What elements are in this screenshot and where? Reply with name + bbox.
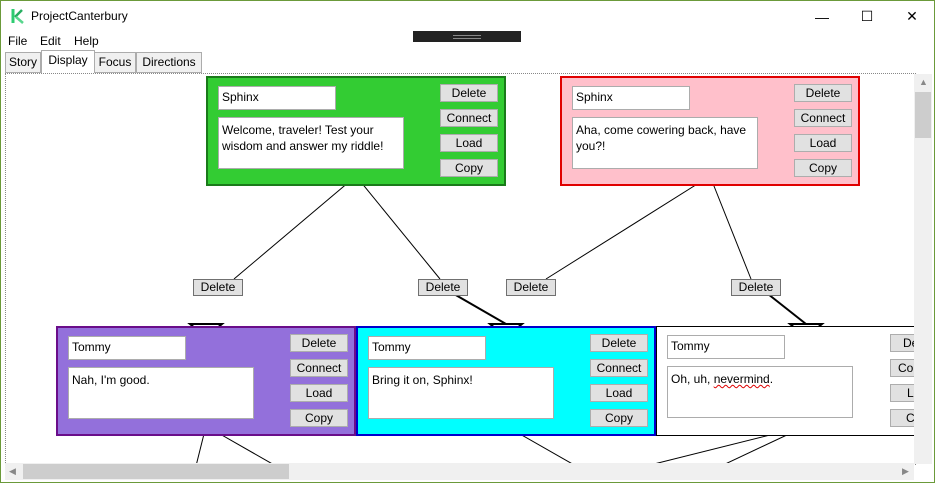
- node-text-field[interactable]: Nah, I'm good.: [68, 367, 254, 419]
- node-load-button[interactable]: Load: [440, 134, 498, 152]
- node-name-field[interactable]: Sphinx: [572, 86, 690, 110]
- tab-display[interactable]: Display: [41, 50, 95, 73]
- node-load-button[interactable]: Load: [794, 134, 852, 152]
- edge-delete-button[interactable]: Delete: [193, 279, 243, 296]
- node-text-field[interactable]: Welcome, traveler! Test your wisdom and …: [218, 117, 404, 169]
- node-connect-button[interactable]: Connect: [290, 359, 348, 377]
- node-connect-button[interactable]: Cor: [890, 359, 915, 377]
- app-logo-icon: [11, 9, 24, 24]
- scroll-right-icon[interactable]: ▶: [902, 466, 909, 476]
- title-bar: ProjectCanterbury — ☐ ✕: [1, 1, 934, 32]
- node-delete-button[interactable]: Delete: [590, 334, 648, 352]
- vertical-scroll-thumb[interactable]: [915, 92, 931, 138]
- node-load-button[interactable]: Load: [590, 384, 648, 402]
- scroll-up-icon[interactable]: ▲: [919, 77, 928, 87]
- node-connect-button[interactable]: Connect: [794, 109, 852, 127]
- text-prefix: Oh, uh,: [671, 372, 714, 386]
- close-icon: ✕: [906, 8, 918, 24]
- node-delete-button[interactable]: Delete: [290, 334, 348, 352]
- drag-handle[interactable]: [413, 31, 521, 42]
- misspelled-word: nevermind: [713, 372, 770, 386]
- menu-help[interactable]: Help: [74, 34, 99, 48]
- text-suffix: .: [769, 372, 774, 386]
- scroll-left-icon[interactable]: ◀: [9, 466, 16, 476]
- close-button[interactable]: ✕: [889, 1, 934, 32]
- maximize-button[interactable]: ☐: [844, 1, 890, 32]
- node-text-field[interactable]: Oh, uh, nevermind.: [667, 366, 853, 418]
- node-delete-button[interactable]: De: [890, 334, 915, 352]
- node-name-field[interactable]: Tommy: [68, 336, 186, 360]
- dialogue-node[interactable]: Sphinx Welcome, traveler! Test your wisd…: [206, 76, 506, 186]
- minimize-icon: —: [815, 8, 829, 25]
- node-delete-button[interactable]: Delete: [794, 84, 852, 102]
- edge-delete-button[interactable]: Delete: [731, 279, 781, 296]
- node-load-button[interactable]: Load: [290, 384, 348, 402]
- node-copy-button[interactable]: Copy: [440, 159, 498, 177]
- edge-delete-button[interactable]: Delete: [506, 279, 556, 296]
- horizontal-scrollbar[interactable]: ◀ ▶: [5, 463, 914, 480]
- node-name-field[interactable]: Tommy: [368, 336, 486, 360]
- node-copy-button[interactable]: Copy: [290, 409, 348, 427]
- menu-file[interactable]: File: [8, 34, 28, 48]
- node-text-field[interactable]: Bring it on, Sphinx!: [368, 367, 554, 419]
- dialogue-node[interactable]: Tommy Nah, I'm good. Delete Connect Load…: [56, 326, 356, 436]
- vertical-scrollbar[interactable]: ▲: [914, 74, 932, 464]
- node-delete-button[interactable]: Delete: [440, 84, 498, 102]
- node-text-field[interactable]: Aha, come cowering back, have you?!: [572, 117, 758, 169]
- node-copy-button[interactable]: Co: [890, 409, 915, 427]
- minimize-button[interactable]: —: [799, 1, 845, 32]
- node-load-button[interactable]: Lo: [890, 384, 915, 402]
- node-name-field[interactable]: Tommy: [667, 335, 785, 359]
- dialogue-node[interactable]: Tommy Bring it on, Sphinx! Delete Connec…: [356, 326, 656, 436]
- tab-focus[interactable]: Focus: [94, 52, 136, 73]
- window-title: ProjectCanterbury: [31, 9, 128, 23]
- node-connect-button[interactable]: Connect: [440, 109, 498, 127]
- tab-story[interactable]: Story: [5, 52, 41, 73]
- node-name-field[interactable]: Sphinx: [218, 86, 336, 110]
- horizontal-scroll-thumb[interactable]: [23, 464, 289, 479]
- node-connect-button[interactable]: Connect: [590, 359, 648, 377]
- node-copy-button[interactable]: Copy: [794, 159, 852, 177]
- dialogue-node[interactable]: Tommy Oh, uh, nevermind. De Cor Lo Co: [656, 326, 915, 436]
- tab-directions[interactable]: Directions: [136, 52, 202, 73]
- menu-edit[interactable]: Edit: [40, 34, 61, 48]
- node-copy-button[interactable]: Copy: [590, 409, 648, 427]
- story-canvas[interactable]: Delete Delete Delete Delete Sphinx Welco…: [5, 73, 916, 465]
- dialogue-node[interactable]: Sphinx Aha, come cowering back, have you…: [560, 76, 860, 186]
- maximize-icon: ☐: [860, 8, 874, 24]
- edge-delete-button[interactable]: Delete: [418, 279, 468, 296]
